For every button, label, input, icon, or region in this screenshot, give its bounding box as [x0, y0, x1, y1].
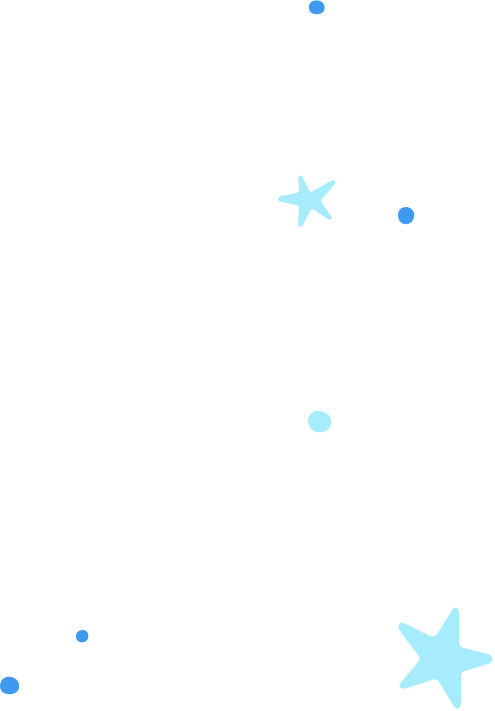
blue-dot-icon	[309, 0, 325, 15]
blue-dot-icon	[76, 630, 89, 643]
blue-dot-icon	[398, 207, 415, 225]
star-icon	[278, 175, 336, 227]
blue-dot-icon	[0, 676, 20, 695]
cyan-dot-icon	[308, 410, 332, 433]
star-icon	[398, 607, 493, 709]
